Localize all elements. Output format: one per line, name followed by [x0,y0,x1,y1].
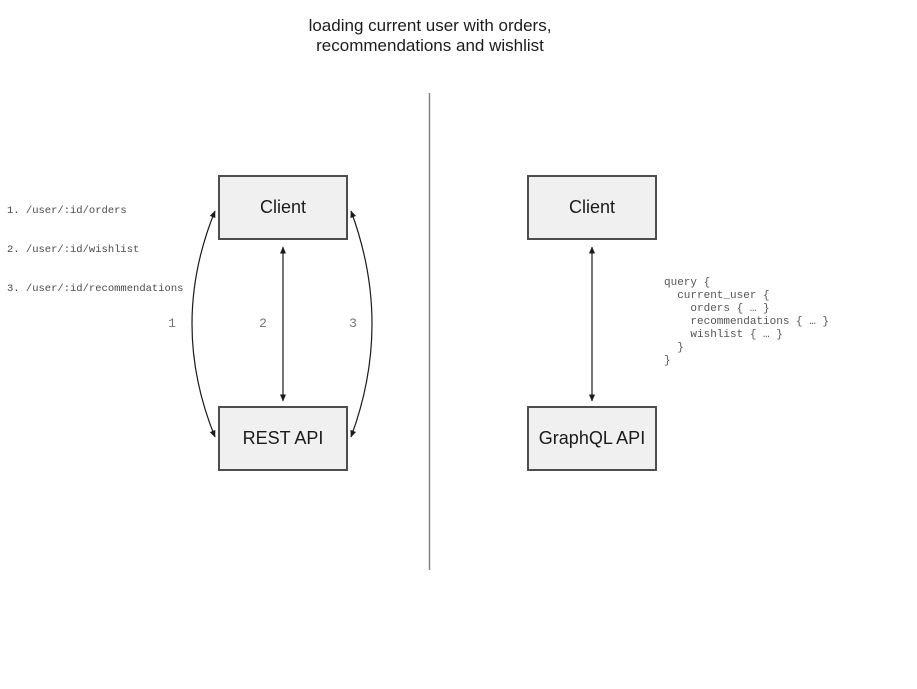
graphql-api-box-label: GraphQL API [538,428,646,448]
route-item: 3. /user/:id/recommendations [7,283,184,295]
client-box-rest-label: Client [259,197,307,217]
client-box-graphql: Client [527,175,657,240]
graphql-query-snippet: query { current_user { orders { … } reco… [664,277,830,367]
client-box-rest: Client [218,175,348,240]
rest-api-box: REST API [218,406,348,471]
rest-request-arrow-3 [350,210,373,438]
diagram-title: loading current user with orders, recomm… [308,16,552,55]
route-item: 1. /user/:id/orders [7,205,127,217]
arrow-label-2: 2 [259,316,267,331]
rest-request-arrow-1 [191,210,216,438]
arrow-label-3: 3 [349,316,357,331]
rest-routes-list: 1. /user/:id/orders 2. /user/:id/wishlis… [7,179,183,322]
arrow-label-1: 1 [168,316,176,331]
rest-api-box-label: REST API [242,428,324,448]
graphql-api-box: GraphQL API [527,406,657,471]
client-box-graphql-label: Client [568,197,616,217]
route-item: 2. /user/:id/wishlist [7,244,140,256]
